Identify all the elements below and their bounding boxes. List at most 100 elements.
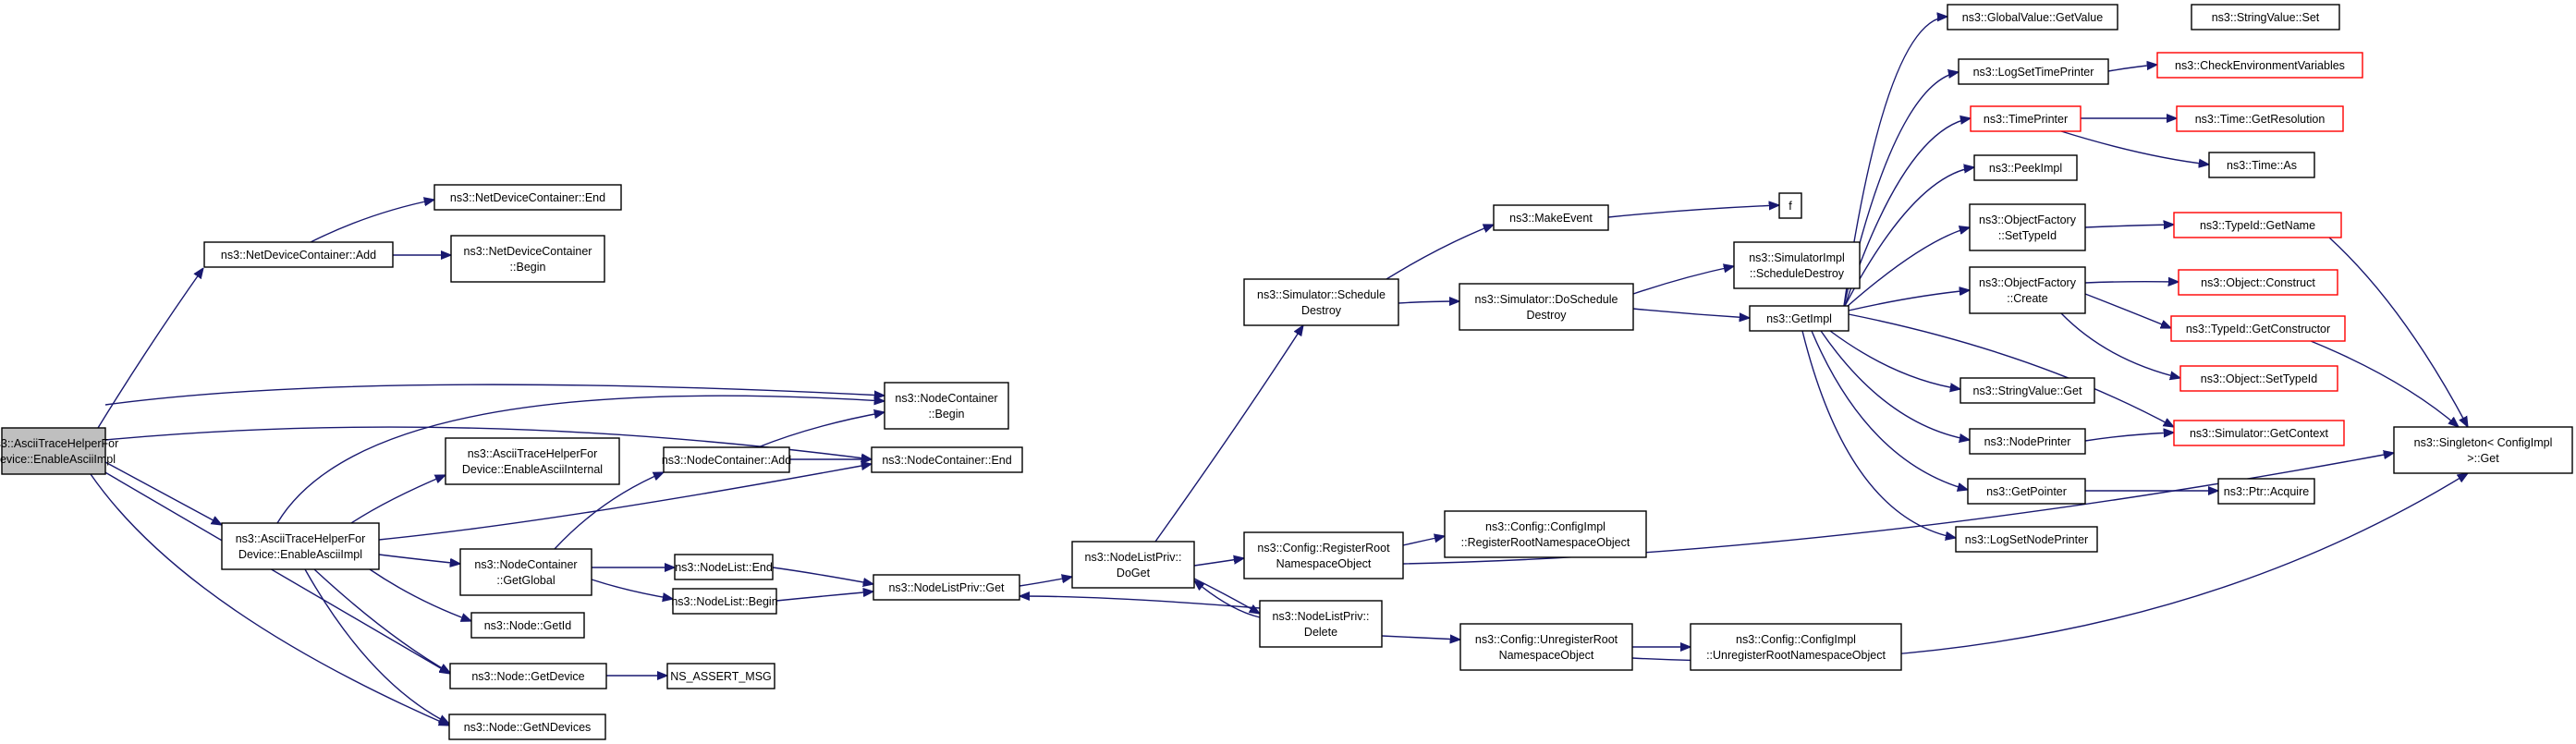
node-n42[interactable]: ns3::Object::SetTypeId [2179,365,2338,392]
node-n49[interactable]: ns3::Singleton< ConfigImpl >::Get [2393,426,2573,474]
node-n14[interactable]: NS_ASSERT_MSG [666,663,775,689]
node-n6[interactable]: ns3::AsciiTraceHelperForDevice::EnableAs… [221,522,380,570]
node-box[interactable] [672,588,777,615]
node-box[interactable] [1973,154,2078,181]
node-n45[interactable]: ns3::Simulator::GetContext [2173,420,2345,446]
node-box[interactable] [2208,152,2315,178]
node-box[interactable] [221,522,380,570]
node-box[interactable] [663,446,790,473]
node-n41[interactable]: ns3::TypeId::GetConstructor [2170,315,2346,342]
node-box[interactable] [1970,105,2082,132]
node-box[interactable] [1958,58,2109,85]
node-n23[interactable]: ns3::GetImpl [1749,305,1850,332]
node-box[interactable] [871,446,1023,473]
node-n25[interactable]: ns3::Config::ConfigImpl::RegisterRootNam… [1444,510,1647,558]
node-box[interactable] [1969,428,2086,455]
node-n28[interactable]: ns3::Config::ConfigImpl::UnregisterRootN… [1690,623,1902,671]
node-box[interactable] [1243,531,1404,579]
node-n4[interactable]: ns3::NodeContainer::Begin [884,382,1009,430]
node-n18[interactable]: ns3::Simulator::ScheduleDestroy [1243,278,1399,326]
node-box[interactable] [2191,4,2340,30]
node-box[interactable] [674,554,774,580]
node-n7[interactable]: ns3::AsciiTraceHelperForDevice::EnableAs… [445,437,620,485]
node-n46[interactable]: ns3::GetPointer [1967,478,2086,505]
node-box[interactable] [459,548,592,596]
node-box[interactable] [1071,541,1195,589]
node-box[interactable] [1969,203,2086,251]
node-n32[interactable]: ns3::CheckEnvironmentVariables [2156,52,2363,79]
node-n5[interactable]: ns3::NodeContainer::End [871,446,1023,473]
node-n43[interactable]: ns3::StringValue::Get [1959,377,2095,404]
node-box[interactable] [873,574,1020,601]
node-box[interactable] [1959,377,2095,404]
node-box[interactable] [449,663,607,689]
node-n10[interactable]: ns3::NodeList::End [674,554,774,580]
node-box[interactable] [448,714,606,740]
node-n47[interactable]: ns3::Ptr::Acquire [2217,478,2315,505]
node-n44[interactable]: ns3::NodePrinter [1969,428,2086,455]
node-n20[interactable]: f [1778,192,1802,219]
node-n2[interactable]: ns3::NetDeviceContainer::End [433,184,622,211]
node-n31[interactable]: ns3::LogSetTimePrinter [1958,58,2109,85]
node-box[interactable] [1259,600,1383,648]
node-n33[interactable]: ns3::TimePrinter [1970,105,2082,132]
node-n37[interactable]: ns3::ObjectFactory::SetTypeId [1969,203,2086,251]
node-n1[interactable]: ns3::NetDeviceContainer::Add [203,241,394,268]
node-box[interactable] [445,437,620,485]
node-box[interactable] [1778,192,1802,219]
node-n12[interactable]: ns3::Node::GetId [470,612,585,639]
node-box[interactable] [470,612,585,639]
node-n13[interactable]: ns3::Node::GetDevice [449,663,607,689]
node-box[interactable] [2176,105,2344,132]
node-box[interactable] [2173,212,2342,238]
node-box[interactable] [2217,478,2315,505]
node-n40[interactable]: ns3::Object::Construct [2178,269,2338,296]
node-n27[interactable]: ns3::Config::UnregisterRootNamespaceObje… [1459,623,1633,671]
node-n15[interactable]: ns3::Node::GetNDevices [448,714,606,740]
node-box[interactable] [884,382,1009,430]
node-box[interactable] [1733,241,1861,289]
node-n26[interactable]: ns3::NodeListPriv::Delete [1259,600,1383,648]
node-box[interactable] [1459,623,1633,671]
node-n9[interactable]: ns3::NodeContainer::GetGlobal [459,548,592,596]
node-box[interactable] [1955,526,2098,553]
node-box[interactable] [1967,478,2086,505]
node-box[interactable] [450,235,605,283]
node-box[interactable] [666,663,775,689]
node-n3[interactable]: ns3::NetDeviceContainer::Begin [450,235,605,283]
node-n22[interactable]: ns3::SimulatorImpl::ScheduleDestroy [1733,241,1861,289]
node-box[interactable] [1969,266,2086,314]
node-n36[interactable]: ns3::PeekImpl [1973,154,2078,181]
node-n8[interactable]: ns3::NodeContainer::Add [662,446,791,473]
node-box[interactable] [203,241,394,268]
node-box[interactable] [1243,278,1399,326]
node-n19[interactable]: ns3::MakeEvent [1493,204,1609,231]
node-n16[interactable]: ns3::NodeListPriv::Get [873,574,1020,601]
node-box[interactable] [2156,52,2363,79]
node-n17[interactable]: ns3::NodeListPriv::DoGet [1071,541,1195,589]
node-box[interactable] [2179,365,2338,392]
node-n48[interactable]: ns3::LogSetNodePrinter [1955,526,2098,553]
node-box[interactable] [2170,315,2346,342]
node-n34[interactable]: ns3::Time::GetResolution [2176,105,2344,132]
node-n29[interactable]: ns3::GlobalValue::GetValue [1947,4,2118,30]
node-box[interactable] [1493,204,1609,231]
node-n11[interactable]: ns3::NodeList::Begin [671,588,778,615]
node-n39[interactable]: ns3::ObjectFactory::Create [1969,266,2086,314]
node-n35[interactable]: ns3::Time::As [2208,152,2315,178]
node-box[interactable] [1947,4,2118,30]
node-box[interactable] [1444,510,1647,558]
node-n38[interactable]: ns3::TypeId::GetName [2173,212,2342,238]
node-box[interactable] [2178,269,2338,296]
node-n24[interactable]: ns3::Config::RegisterRootNamespaceObject [1243,531,1404,579]
node-box[interactable] [2393,426,2573,474]
node-n30[interactable]: ns3::StringValue::Set [2191,4,2340,30]
node-box[interactable] [1690,623,1902,671]
node-box[interactable] [1,427,106,475]
node-box[interactable] [433,184,622,211]
node-box[interactable] [1459,283,1634,331]
node-box[interactable] [1749,305,1850,332]
node-box[interactable] [2173,420,2345,446]
node-n0[interactable]: ns3::AsciiTraceHelperForDevice::EnableAs… [0,427,118,475]
